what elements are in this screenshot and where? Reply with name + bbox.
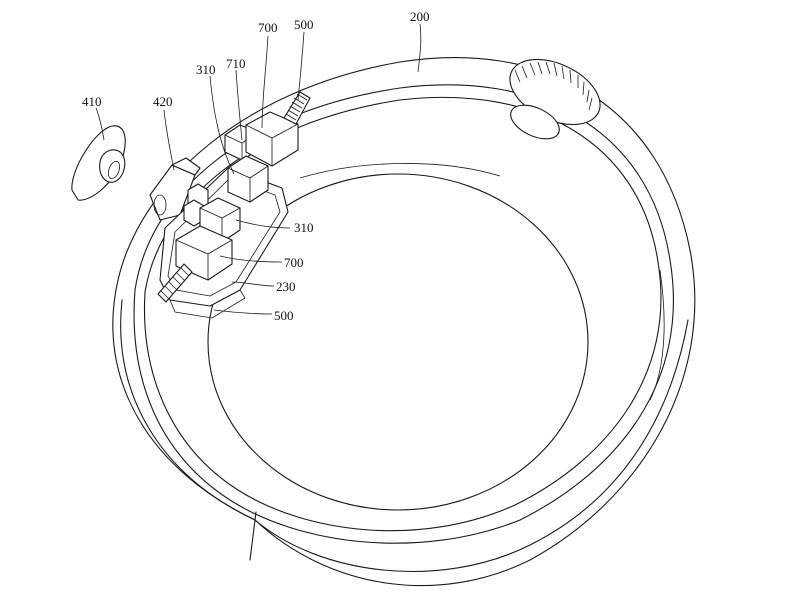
leader-410 <box>95 107 105 141</box>
label-710: 710 <box>226 56 246 71</box>
ring-housing <box>112 57 696 587</box>
ring-inner-edge-3 <box>649 269 665 401</box>
label-410: 410 <box>82 94 102 109</box>
part-410-button <box>71 125 126 201</box>
label-230: 230 <box>276 279 296 294</box>
label-500-bottom: 500 <box>274 308 294 323</box>
reference-numerals: 200 700 500 310 710 410 420 310 700 230 … <box>82 9 430 323</box>
leader-500-bottom <box>213 309 273 315</box>
label-310-right: 310 <box>294 220 314 235</box>
crown-face <box>510 104 560 140</box>
leader-500-top <box>297 31 305 101</box>
ring-front-rim-bottom <box>254 319 689 573</box>
button-boss <box>99 149 126 183</box>
button-flange <box>71 125 126 201</box>
inner-recess-step <box>299 163 501 179</box>
leader-700-top <box>261 35 269 129</box>
label-500-top: 500 <box>294 17 314 32</box>
bracket-tab <box>171 157 201 176</box>
leader-710 <box>235 69 243 141</box>
lower-blocks <box>157 183 241 303</box>
leader-310-right <box>235 219 291 229</box>
bracket-hole <box>153 194 167 216</box>
label-200: 200 <box>410 9 430 24</box>
ring-outer-edge <box>112 57 696 587</box>
crown-knob <box>509 58 601 140</box>
leader-lines <box>95 23 422 315</box>
ring-seam <box>249 511 257 561</box>
leader-230 <box>231 281 275 287</box>
leader-420 <box>163 109 175 171</box>
leader-310-top <box>209 75 235 175</box>
upper-blocks <box>224 91 311 203</box>
crown-knurling <box>514 61 593 111</box>
label-700-right: 700 <box>284 255 304 270</box>
screw-500-top <box>283 91 311 125</box>
screw-500-lower <box>157 263 193 303</box>
ring-inner-edge-2 <box>143 96 662 532</box>
leader-200 <box>417 23 422 73</box>
ring-front-rim <box>120 299 256 521</box>
frame-lower-edge <box>169 289 246 319</box>
inner-dial-opening <box>207 173 589 511</box>
leader-700-right <box>219 255 283 263</box>
block-310-top <box>227 155 269 203</box>
label-310-top: 310 <box>196 62 216 77</box>
block-700-lower <box>175 225 233 281</box>
button-hole <box>107 160 121 180</box>
label-420: 420 <box>153 94 173 109</box>
ring-inner-edge-1 <box>133 84 674 544</box>
label-700-top: 700 <box>258 20 278 35</box>
